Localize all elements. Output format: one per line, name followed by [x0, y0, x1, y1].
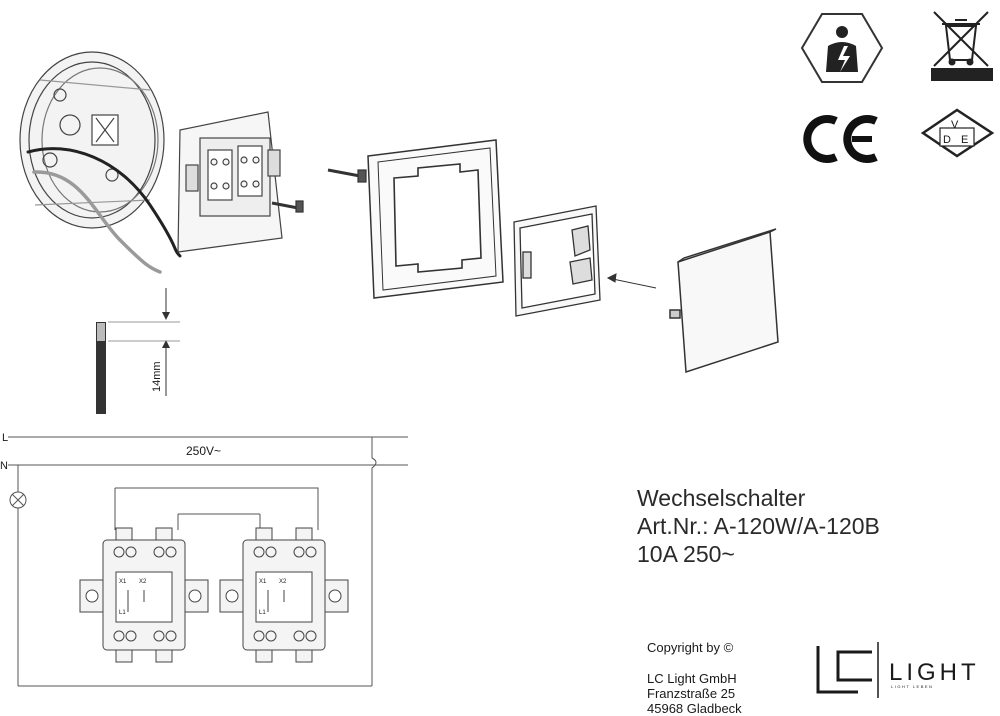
- flush-box: [19, 51, 165, 229]
- screws: [271, 168, 367, 213]
- company-name: LC Light GmbH: [647, 671, 737, 686]
- assembly-arrow: [606, 273, 657, 289]
- electrician-hazard-icon: [800, 13, 884, 83]
- product-name: Wechselschalter: [637, 485, 806, 511]
- rocker-carrier: [513, 205, 601, 317]
- ce-mark-icon: [803, 115, 878, 163]
- copyright-label: Copyright by ©: [647, 640, 734, 655]
- copyright-block: Copyright by © LC Light GmbH Franzstraße…: [647, 640, 742, 716]
- cables: [26, 147, 182, 274]
- switch2-x2: X2: [279, 579, 287, 585]
- voltage-label: 250V~: [186, 444, 221, 458]
- cover-frame: [367, 139, 504, 299]
- wire-strip-detail: 14mm: [96, 288, 180, 414]
- switch1-l1: L1: [119, 610, 126, 616]
- product-info: Wechselschalter Art.Nr.: A-120W/A-120B 1…: [637, 484, 880, 568]
- product-article: Art.Nr.: A-120W/A-120B: [637, 513, 880, 539]
- switch-module-1: [79, 527, 209, 663]
- switch-insert: [177, 111, 283, 253]
- switch1-x2: X2: [139, 579, 147, 585]
- lc-light-logo: LIGHT LIGHT LEBEN: [816, 642, 980, 698]
- wiring-diagram: [8, 436, 408, 687]
- company-city: 45968 Gladbeck: [647, 701, 742, 716]
- line-label: L: [2, 432, 8, 444]
- rocker-cover: [669, 228, 779, 374]
- logo-word: LIGHT: [889, 659, 980, 686]
- strip-length-label: 14mm: [151, 361, 163, 392]
- vde-letter-e: E: [961, 134, 968, 146]
- lamp-symbol: [9, 491, 27, 509]
- neutral-label: N: [0, 460, 8, 472]
- switch2-x1: X1: [259, 579, 267, 585]
- switch2-l1: L1: [259, 610, 266, 616]
- product-rating: 10A 250~: [637, 541, 735, 567]
- crossed-bin-icon: [931, 11, 993, 81]
- vde-letter-d: D: [943, 134, 951, 146]
- switch-module-2: [219, 527, 349, 663]
- logo-tagline: LIGHT LEBEN: [891, 684, 933, 689]
- company-street: Franzstraße 25: [647, 686, 736, 701]
- switch1-x1: X1: [119, 579, 127, 585]
- vde-letter-v: V: [951, 119, 959, 131]
- vde-mark-icon: V D E: [920, 108, 995, 158]
